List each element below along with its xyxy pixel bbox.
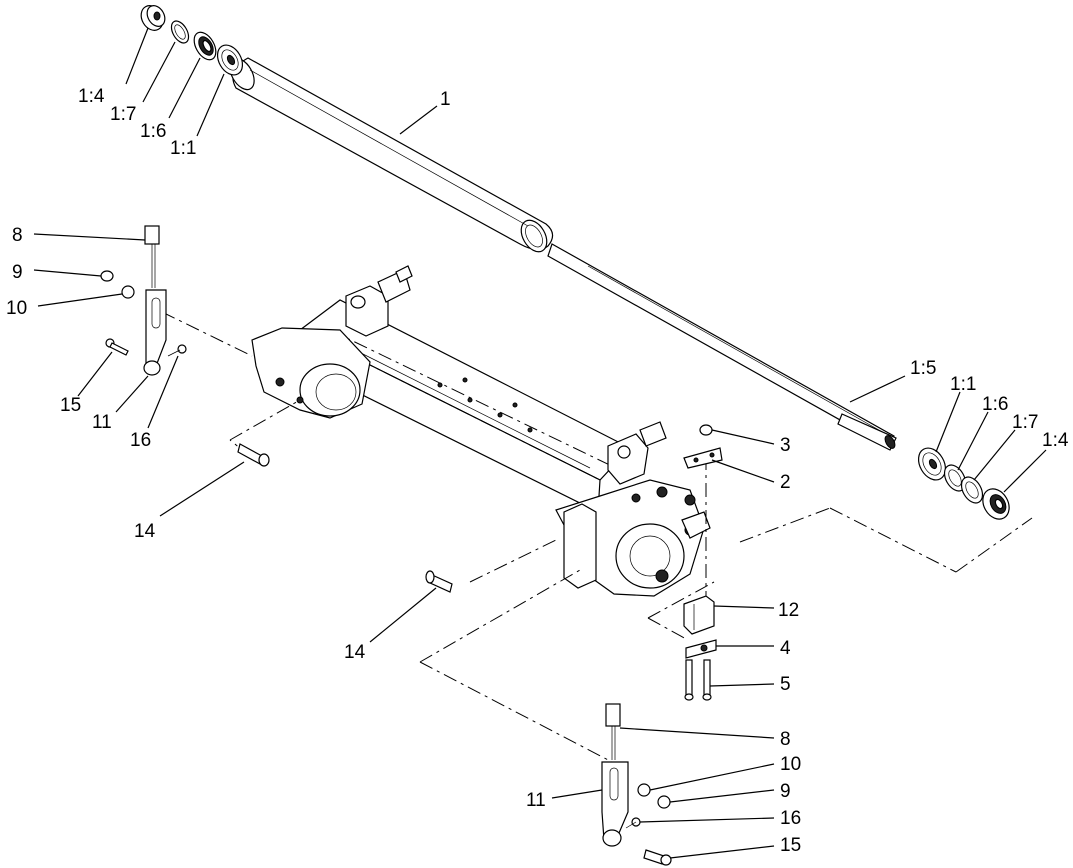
label-seal-right: 1:6 [982,394,1008,415]
bottom-adjuster [601,703,672,866]
pin-center [425,570,453,593]
label-screw2-left: 16 [130,430,151,451]
label-stud-bottom: 15 [780,835,801,856]
nut-bottom [657,795,671,809]
screw2-bottom [625,817,641,829]
label-clamp: 4 [780,638,791,659]
block [683,595,715,635]
callout-labels: 1:4 1:7 1:6 1:1 1 1:5 1:1 1:6 1:7 1:4 8 … [6,86,1069,856]
label-screw-bottom: 8 [780,729,791,750]
frame-assembly [251,265,711,597]
label-stud-left: 15 [60,395,81,416]
label-arm-bottom: 11 [526,790,546,811]
washer-left [121,285,135,299]
label-washer-top: 1:7 [110,104,136,125]
label-bearing-top: 1:1 [170,138,196,159]
label-roller: 1 [440,89,451,110]
assembly-leader-lines [161,311,1033,763]
label-arm-left: 11 [92,412,112,433]
nut-left [100,270,114,282]
label-pin-center: 14 [344,642,366,663]
pin-left [237,443,270,467]
nut-right [699,424,713,436]
screw2-left [167,344,187,357]
arm-bottom [601,761,629,847]
stud-bottom [643,849,672,866]
washer-top [170,20,190,44]
bearing-stack-right [917,447,1010,520]
washer-bottom [637,783,651,797]
label-shaft: 1:5 [910,358,936,379]
label-washer-bottom: 10 [780,754,801,775]
label-washer-left: 10 [6,298,27,319]
screw-bottom [605,703,621,760]
label-plate-right: 2 [780,472,791,493]
left-adjuster [100,225,270,467]
label-screw2-bottom: 16 [780,808,801,829]
bearing-cap-right [982,488,1010,520]
arm-left [143,289,167,376]
shaft [547,243,897,451]
washer-right [960,476,984,504]
label-block: 12 [778,600,799,621]
roller-tube [229,57,554,253]
label-bearing-cap-top: 1:4 [78,86,105,107]
clamp [685,639,717,659]
label-nut-right: 3 [780,435,791,456]
stud-left [105,338,129,356]
label-screw-left: 8 [12,225,23,246]
label-nut-left: 9 [12,262,23,283]
seal-top [193,31,217,61]
label-washer-right: 1:7 [1012,412,1038,433]
label-bearing-cap-right: 1:4 [1042,430,1069,451]
bearing-right [917,447,947,481]
bearing-stack-top [140,5,244,76]
label-bolts: 5 [780,674,791,695]
label-pin-left: 14 [134,521,156,542]
plate-right [683,447,723,469]
screw-left [144,225,160,288]
callout-leaders [33,27,1047,859]
label-nut-bottom: 9 [780,781,791,802]
label-seal-top: 1:6 [140,121,166,142]
bearing-top [216,44,244,76]
right-clamp [425,424,723,701]
label-bearing-right: 1:1 [950,374,976,395]
bearing-cap-top [140,5,166,31]
bolts [684,659,712,701]
